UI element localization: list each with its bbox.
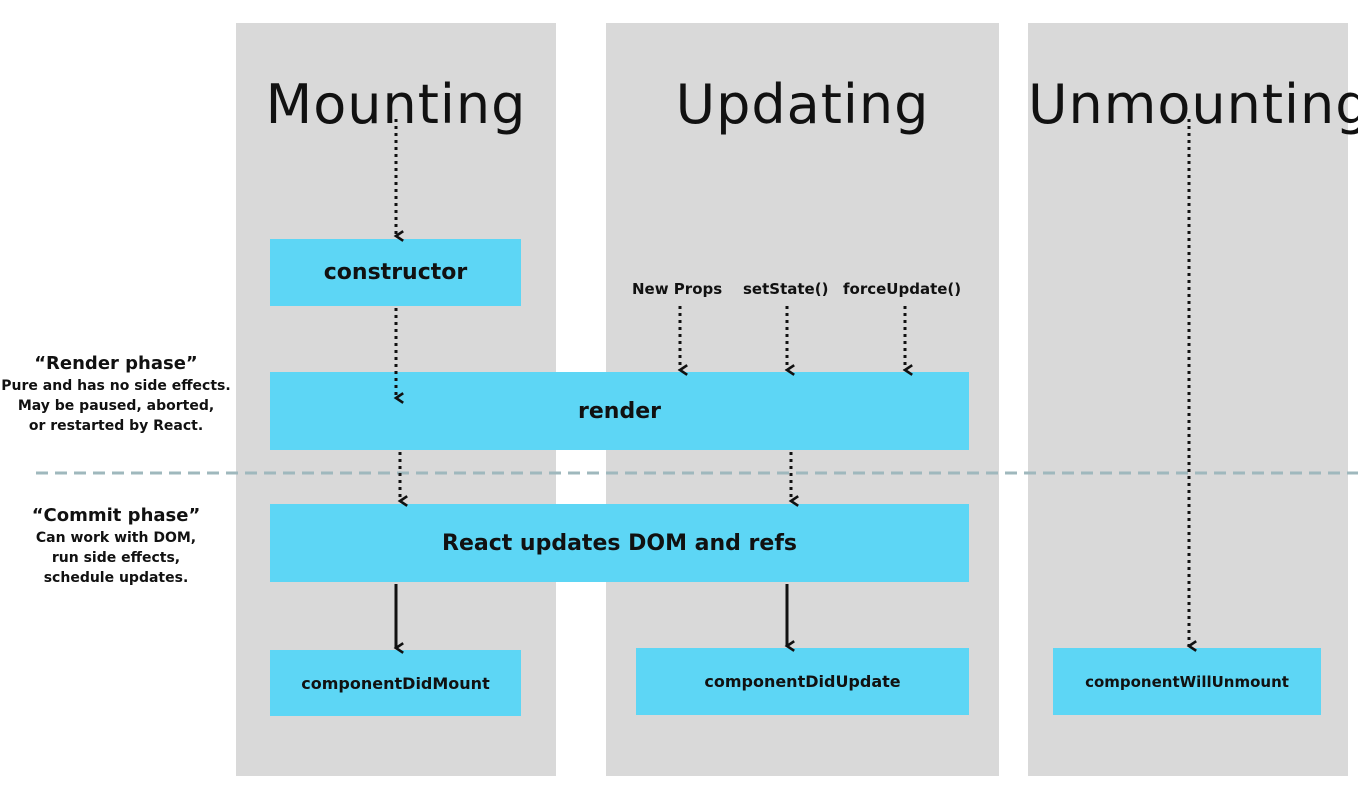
component-will-unmount-box: componentWillUnmount bbox=[1053, 648, 1321, 715]
force-update-label: forceUpdate() bbox=[843, 280, 962, 298]
constructor-box: constructor bbox=[270, 239, 521, 306]
render-box: render bbox=[270, 372, 969, 450]
new-props-label: New Props bbox=[632, 280, 723, 298]
mounting-title: Mounting bbox=[265, 73, 527, 136]
commit-phase-line: run side effects, bbox=[51, 550, 181, 566]
component-did-update-box: componentDidUpdate bbox=[636, 648, 969, 715]
unmounting-title: Unmounting bbox=[1028, 73, 1358, 136]
render-phase-description: “Render phase” Pure and has no side effe… bbox=[0, 352, 232, 436]
set-state-label: setState() bbox=[743, 280, 829, 298]
component-did-mount-box: componentDidMount bbox=[270, 650, 521, 716]
updating-title: Updating bbox=[675, 73, 930, 136]
commit-phase-line: Can work with DOM, bbox=[35, 530, 197, 546]
commit-phase-line: schedule updates. bbox=[43, 570, 189, 586]
commit-phase-title: “Commit phase” bbox=[31, 505, 201, 526]
commit-phase-description: “Commit phase” Can work with DOM, run si… bbox=[0, 504, 232, 588]
render-phase-line: Pure and has no side effects. bbox=[1, 378, 231, 394]
react-updates-dom-box: React updates DOM and refs bbox=[270, 504, 969, 582]
render-phase-line: May be paused, aborted, bbox=[17, 398, 215, 414]
render-phase-title: “Render phase” bbox=[34, 353, 198, 374]
render-phase-line: or restarted by React. bbox=[28, 418, 204, 434]
